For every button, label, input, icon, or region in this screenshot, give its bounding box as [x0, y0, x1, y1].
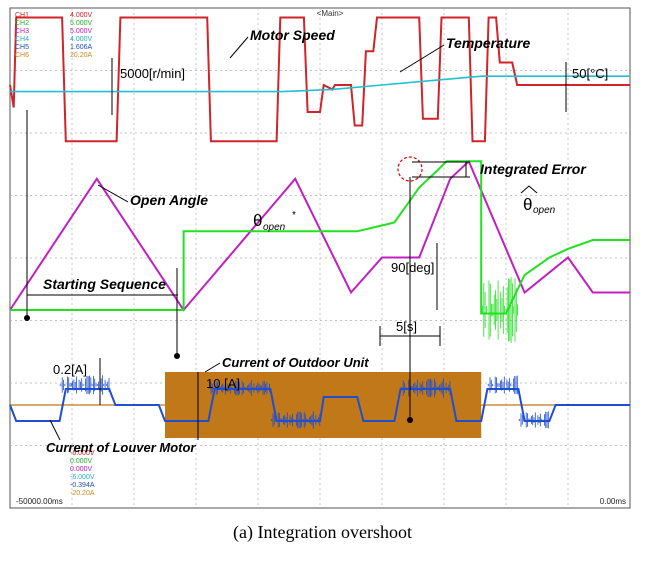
temperature-pointer [399, 44, 445, 73]
starting-sequence-label: Starting Sequence [43, 276, 166, 292]
bottom-value: 0.000V [70, 466, 93, 473]
theta-symbol: θ [523, 195, 532, 214]
trace-motor-speed [9, 16, 630, 143]
channel-value: 4.000V [70, 12, 93, 19]
header-tag: <Main> [317, 9, 344, 18]
current-louver-label: Current of Louver Motor [46, 440, 196, 455]
current-scale-big-label: 10 [A] [206, 376, 240, 391]
open-angle-pointer [97, 184, 129, 203]
bottom-value: -0.394A [70, 482, 95, 489]
channel-value: 1.606A [70, 44, 93, 51]
angle-scale-label: 90[deg] [391, 260, 434, 275]
current-scale-small-label: 0.2[A] [53, 362, 87, 377]
current-outdoor-pointer [204, 362, 221, 373]
channel-readout: CH1 4.000V CH2 5.000V CH3 5.000V CH4 4.0… [15, 12, 93, 59]
sequence-start-dot [24, 315, 30, 321]
trace-layer [9, 16, 630, 438]
channel-id: CH3 [15, 28, 29, 35]
sequence-end-dot [174, 353, 180, 359]
channel-value: 5.000V [70, 28, 93, 35]
channel-id: CH2 [15, 20, 29, 27]
bottom-value: 0.000V [70, 458, 93, 465]
louver-current-noise [518, 411, 549, 429]
louver-current-noise [400, 378, 451, 398]
theta-open-hat-label: θ open [520, 185, 556, 216]
channel-id: CH5 [15, 44, 29, 51]
trace-open-angle [9, 159, 630, 312]
temperature-label: Temperature [446, 35, 531, 51]
temp-scale-label: 50[°C] [572, 66, 608, 81]
speed-scale-label: 5000[r/min] [120, 66, 185, 81]
louver-current-noise [208, 380, 270, 396]
theta-subscript: open [263, 222, 286, 233]
annotation-layer [24, 36, 567, 441]
motor-speed-pointer [229, 36, 249, 59]
channel-value: 4.000V [70, 36, 93, 43]
current-outdoor-label: Current of Outdoor Unit [222, 355, 369, 370]
bottom-value: -20.20A [70, 490, 95, 497]
theta-open-star-label: θ open * [253, 210, 296, 233]
bottom-value: -6.000V [70, 474, 95, 481]
time-right-label: 0.00ms [600, 497, 626, 506]
trace-current-of-louver-motor [9, 388, 630, 422]
louver-current-noise [59, 375, 110, 395]
channel-id: CH6 [15, 52, 29, 59]
integrated-error-label: Integrated Error [480, 161, 587, 177]
open-angle-label: Open Angle [130, 192, 208, 208]
current-louver-pointer [49, 419, 61, 441]
theta-subscript: open [533, 205, 556, 216]
figure-caption: (a) Integration overshoot [233, 522, 412, 542]
trace-temperature [10, 75, 630, 93]
channel-id: CH4 [15, 36, 29, 43]
time-scale-label: 5[s] [396, 319, 417, 334]
trace-integrated-error [10, 160, 630, 315]
channel-id: CH1 [15, 12, 29, 19]
bottom-value: -6.000V [70, 450, 95, 457]
channel-value: 5.000V [70, 20, 93, 27]
oscilloscope-plot: <Main> CH1 4.000V CH2 5.000V CH3 5.000V … [9, 7, 631, 509]
integrated-error-noise-burst [480, 277, 518, 343]
time-left-label: -50000.00ms [16, 497, 63, 506]
motor-speed-label: Motor Speed [250, 27, 335, 43]
theta-superscript: * [292, 210, 296, 221]
channel-value: 20.20A [70, 52, 93, 59]
theta-hat-mark [520, 185, 538, 194]
bottom-readout: -6.000V 0.000V 0.000V -6.000V -0.394A -2… [70, 450, 95, 497]
integrated-error-circle [397, 156, 423, 182]
louver-current-noise [270, 411, 321, 429]
theta-symbol: θ [253, 211, 262, 230]
louver-current-noise [487, 375, 518, 395]
